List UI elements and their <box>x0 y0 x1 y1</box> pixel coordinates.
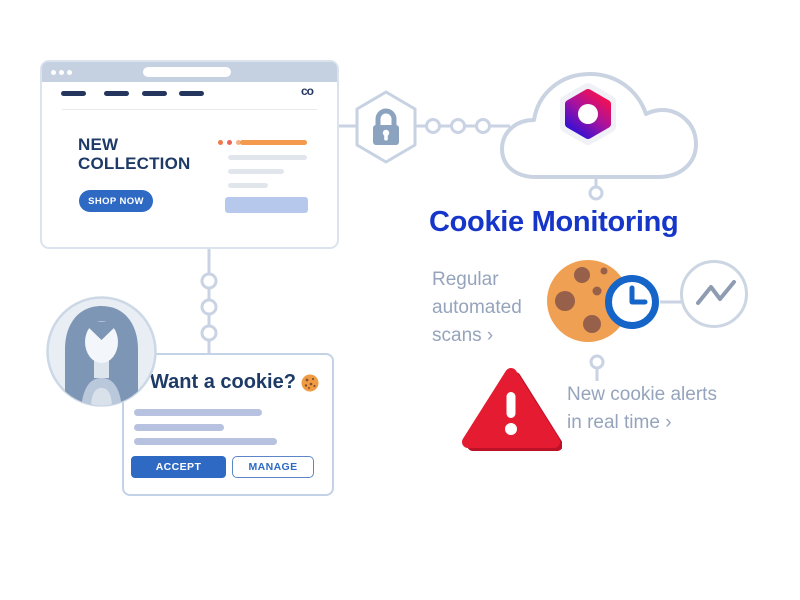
text-placeholder <box>228 155 307 160</box>
nav-menu-placeholder <box>104 91 129 96</box>
hero-headline: NEW COLLECTION <box>78 135 191 173</box>
brand-hexagon-logo <box>560 83 616 145</box>
cloud-icon <box>500 72 698 179</box>
text-placeholder <box>228 183 268 188</box>
nav-menu-placeholder <box>61 91 86 96</box>
dialog-text-placeholder <box>134 438 277 445</box>
cookie-scan-icon <box>547 260 659 342</box>
shop-now-button[interactable]: SHOP NOW <box>79 190 153 212</box>
window-dot-icon <box>51 69 56 75</box>
section-title: Cookie Monitoring <box>429 206 679 238</box>
accent-line <box>240 140 307 145</box>
cookie-consent-dialog: Want a cookie? ACCEPT MANAGE <box>122 353 334 496</box>
accent-dot <box>218 140 223 145</box>
alert-warning-icon <box>462 368 562 451</box>
accept-button[interactable]: ACCEPT <box>131 456 226 478</box>
feature-scans-link[interactable]: Regular automated scans › <box>432 269 522 346</box>
dialog-text-placeholder <box>134 424 224 431</box>
browser-window-mock: co NEW COLLECTION SHOP NOW <box>40 60 339 249</box>
address-bar[interactable] <box>143 67 231 77</box>
window-dot-icon <box>59 69 64 75</box>
cookie-emoji-icon <box>301 374 319 391</box>
trend-chart-icon <box>680 260 748 328</box>
manage-button[interactable]: MANAGE <box>232 456 314 478</box>
image-placeholder <box>225 197 308 213</box>
nav-menu-placeholder <box>142 91 167 96</box>
window-dot-icon <box>67 69 72 75</box>
dialog-title: Want a cookie? <box>150 371 296 393</box>
user-avatar <box>46 296 157 407</box>
accent-dot <box>227 140 232 145</box>
clock-icon <box>605 275 659 329</box>
nav-menu-placeholder <box>179 91 204 96</box>
feature-alerts-link[interactable]: New cookie alerts in real time › <box>567 384 717 433</box>
nav-divider <box>62 109 317 110</box>
security-lock-icon <box>355 90 417 164</box>
site-logo: co <box>300 84 314 98</box>
accent-dot <box>236 140 241 145</box>
text-placeholder <box>228 169 284 174</box>
browser-titlebar <box>42 62 337 82</box>
dialog-text-placeholder <box>134 409 262 416</box>
